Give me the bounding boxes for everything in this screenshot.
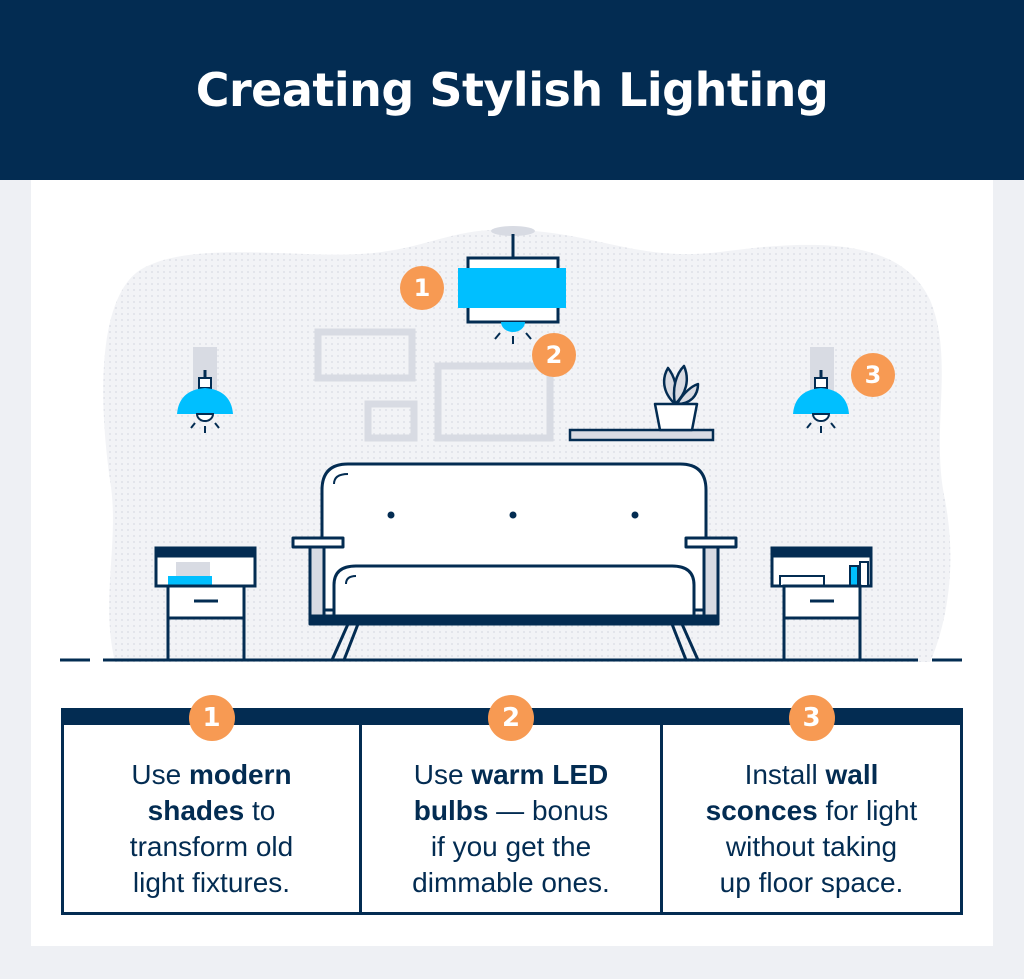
marker-1: 1	[400, 266, 444, 310]
tip-text: Use modern shades to transform old light fi…	[64, 757, 359, 901]
tip-emphasis: modern	[188, 759, 292, 790]
tip-text: Install wall sconces for light without tak…	[663, 757, 960, 901]
tip-line: dimmable ones.	[412, 867, 610, 898]
tip-emphasis: bulbs	[413, 795, 489, 826]
tip-line: Use warm LED	[413, 759, 609, 790]
tip-line: sconces for light	[705, 795, 918, 826]
tip-line: Use modern	[131, 759, 292, 790]
sofa-icon	[291, 462, 738, 661]
sofa-buttons	[387, 511, 639, 519]
wall-sconce-left-icon	[177, 347, 233, 433]
tip-number-badge: 3	[788, 695, 835, 741]
tip-text: Use warm LED bulbs — bonus if you get the d…	[362, 757, 660, 901]
tip-line: Install wall	[744, 759, 879, 790]
tip-line: light fixtures.	[132, 867, 291, 898]
tip-line: up floor space.	[719, 867, 904, 898]
potted-plant-icon	[653, 364, 700, 432]
tip-line: if you get the	[430, 831, 592, 862]
tip-card-2: 2 Use warm LED bulbs — bonus if you get th…	[362, 695, 663, 915]
side-table-right	[770, 546, 873, 660]
tip-emphasis: shades	[147, 795, 245, 826]
tip-line: bulbs — bonus	[413, 795, 609, 826]
picture-frames	[314, 328, 554, 442]
tip-card-3: 3 Install wall sconces for light without t…	[663, 695, 963, 915]
page-title: Creating Stylish Lighting	[195, 63, 829, 117]
tip-card-1: 1 Use modern shades to transform old light …	[61, 695, 362, 915]
tip-emphasis: warm LED	[471, 759, 609, 790]
tip-line: transform old	[129, 831, 294, 862]
tips-section: 1 Use modern shades to transform old light …	[61, 695, 963, 916]
tip-number-badge: 2	[488, 695, 534, 741]
marker-2: 2	[532, 333, 576, 377]
wall-sconce-right-icon	[793, 347, 849, 433]
tip-line: without taking	[725, 831, 898, 862]
tip-line: shades to	[147, 795, 276, 826]
title-banner: Creating Stylish Lighting	[0, 0, 1024, 180]
tip-number-badge: 1	[188, 695, 235, 741]
side-table-left	[154, 546, 257, 660]
tip-emphasis: sconces	[705, 795, 818, 826]
wall-shelf	[568, 428, 715, 442]
tip-emphasis: wall	[825, 759, 879, 790]
pendant-lamp-icon	[458, 226, 566, 344]
marker-3: 3	[851, 353, 895, 397]
